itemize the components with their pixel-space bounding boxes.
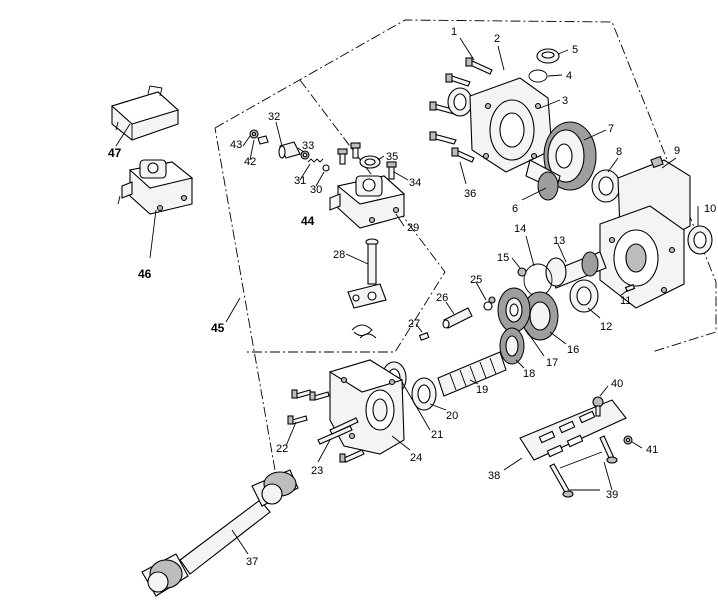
label-10: 10 — [704, 203, 716, 215]
part-8-bearing — [591, 169, 621, 203]
label-40: 40 — [611, 378, 623, 390]
label-14: 14 — [514, 223, 526, 235]
part-32-bushing — [278, 141, 301, 159]
label-21: 21 — [431, 429, 443, 441]
part-26-pin — [442, 307, 473, 329]
part-17-gear — [497, 287, 531, 333]
part-46-sensor-housing — [117, 159, 194, 215]
label-6: 6 — [512, 203, 518, 215]
spring-clip — [351, 324, 377, 339]
part-33-nut — [300, 150, 310, 160]
label-23: 23 — [311, 465, 323, 477]
part-10-seal — [687, 225, 713, 255]
part-24-input-housing — [328, 359, 405, 455]
label-8: 8 — [616, 146, 622, 158]
part-22-bolts — [287, 389, 330, 425]
label-29: 29 — [407, 222, 419, 234]
part-6-pinion-shaft — [525, 159, 561, 201]
part-3-top-housing — [469, 77, 553, 173]
part-19-splined-shaft — [437, 351, 507, 397]
label-39: 39 — [606, 489, 618, 501]
label-33: 33 — [302, 140, 314, 152]
label-13: 13 — [553, 235, 565, 247]
part-4-circlip — [528, 69, 548, 83]
label-1: 1 — [451, 26, 457, 38]
part-43-nut — [249, 129, 259, 139]
part-40-bolt — [592, 396, 604, 417]
label-3: 3 — [562, 95, 568, 107]
label-18: 18 — [523, 368, 535, 380]
part-31-spring — [307, 158, 324, 163]
label-34: 34 — [409, 177, 421, 189]
label-5: 5 — [572, 44, 578, 56]
part-labels: 1 2 3 4 5 6 7 8 9 10 11 12 13 14 15 16 1… — [108, 26, 716, 568]
label-45: 45 — [211, 321, 225, 335]
label-47: 47 — [108, 146, 122, 160]
part-5-cap — [536, 48, 560, 64]
part-30-ball — [322, 164, 330, 172]
part-18-gear — [499, 327, 525, 365]
part-25-ball — [483, 296, 496, 311]
label-16: 16 — [567, 344, 579, 356]
part-47-sensor-cover — [110, 85, 180, 141]
part-23-studs — [317, 417, 365, 463]
label-36: 36 — [464, 188, 476, 200]
part-16-gear — [521, 291, 559, 341]
label-15: 15 — [497, 252, 509, 264]
label-12: 12 — [600, 321, 612, 333]
subassembly-44-boundary — [245, 79, 446, 353]
label-17: 17 — [546, 357, 558, 369]
part-28-shift-shaft — [347, 238, 387, 309]
label-43: 43 — [230, 139, 242, 151]
part-27-pin — [418, 332, 430, 341]
part-34-screw — [337, 142, 397, 180]
part-36-bearing — [447, 87, 473, 117]
label-44: 44 — [301, 214, 315, 228]
label-11: 11 — [620, 295, 631, 307]
part-12-bearing — [569, 279, 599, 313]
part-37-pto-shaft — [141, 469, 299, 597]
part-42-spacer — [257, 135, 269, 145]
part-41-nut — [623, 435, 633, 445]
main-assembly-boundary — [214, 19, 717, 471]
part-15-screw — [517, 267, 527, 277]
part-39-bolts — [549, 435, 618, 498]
label-19: 19 — [476, 384, 488, 396]
label-7: 7 — [608, 123, 614, 135]
label-24: 24 — [410, 452, 422, 464]
part-11-key — [624, 284, 636, 292]
part-1-bolts — [429, 57, 493, 163]
part-7-bevel-gear — [543, 121, 597, 191]
label-4: 4 — [566, 70, 572, 82]
label-42: 42 — [244, 156, 256, 168]
label-37: 37 — [246, 556, 258, 568]
label-25: 25 — [470, 274, 482, 286]
label-31: 31 — [294, 175, 306, 187]
part-13-shaft — [545, 251, 607, 289]
part-35-seal — [359, 155, 381, 169]
label-26: 26 — [436, 292, 448, 304]
leader-lines — [115, 37, 699, 555]
label-38: 38 — [488, 470, 500, 482]
part-20-bearing — [411, 377, 437, 411]
label-20: 20 — [446, 410, 458, 422]
label-28: 28 — [333, 249, 345, 261]
label-32: 32 — [268, 111, 280, 123]
label-9: 9 — [674, 145, 680, 157]
label-22: 22 — [276, 443, 288, 455]
part-9-side-housing — [599, 155, 691, 309]
label-27: 27 — [408, 318, 420, 330]
label-35: 35 — [386, 151, 398, 163]
label-30: 30 — [310, 184, 322, 196]
label-2: 2 — [494, 33, 500, 45]
label-46: 46 — [138, 267, 152, 281]
part-29-valve-housing — [329, 175, 406, 229]
label-41: 41 — [646, 444, 658, 456]
